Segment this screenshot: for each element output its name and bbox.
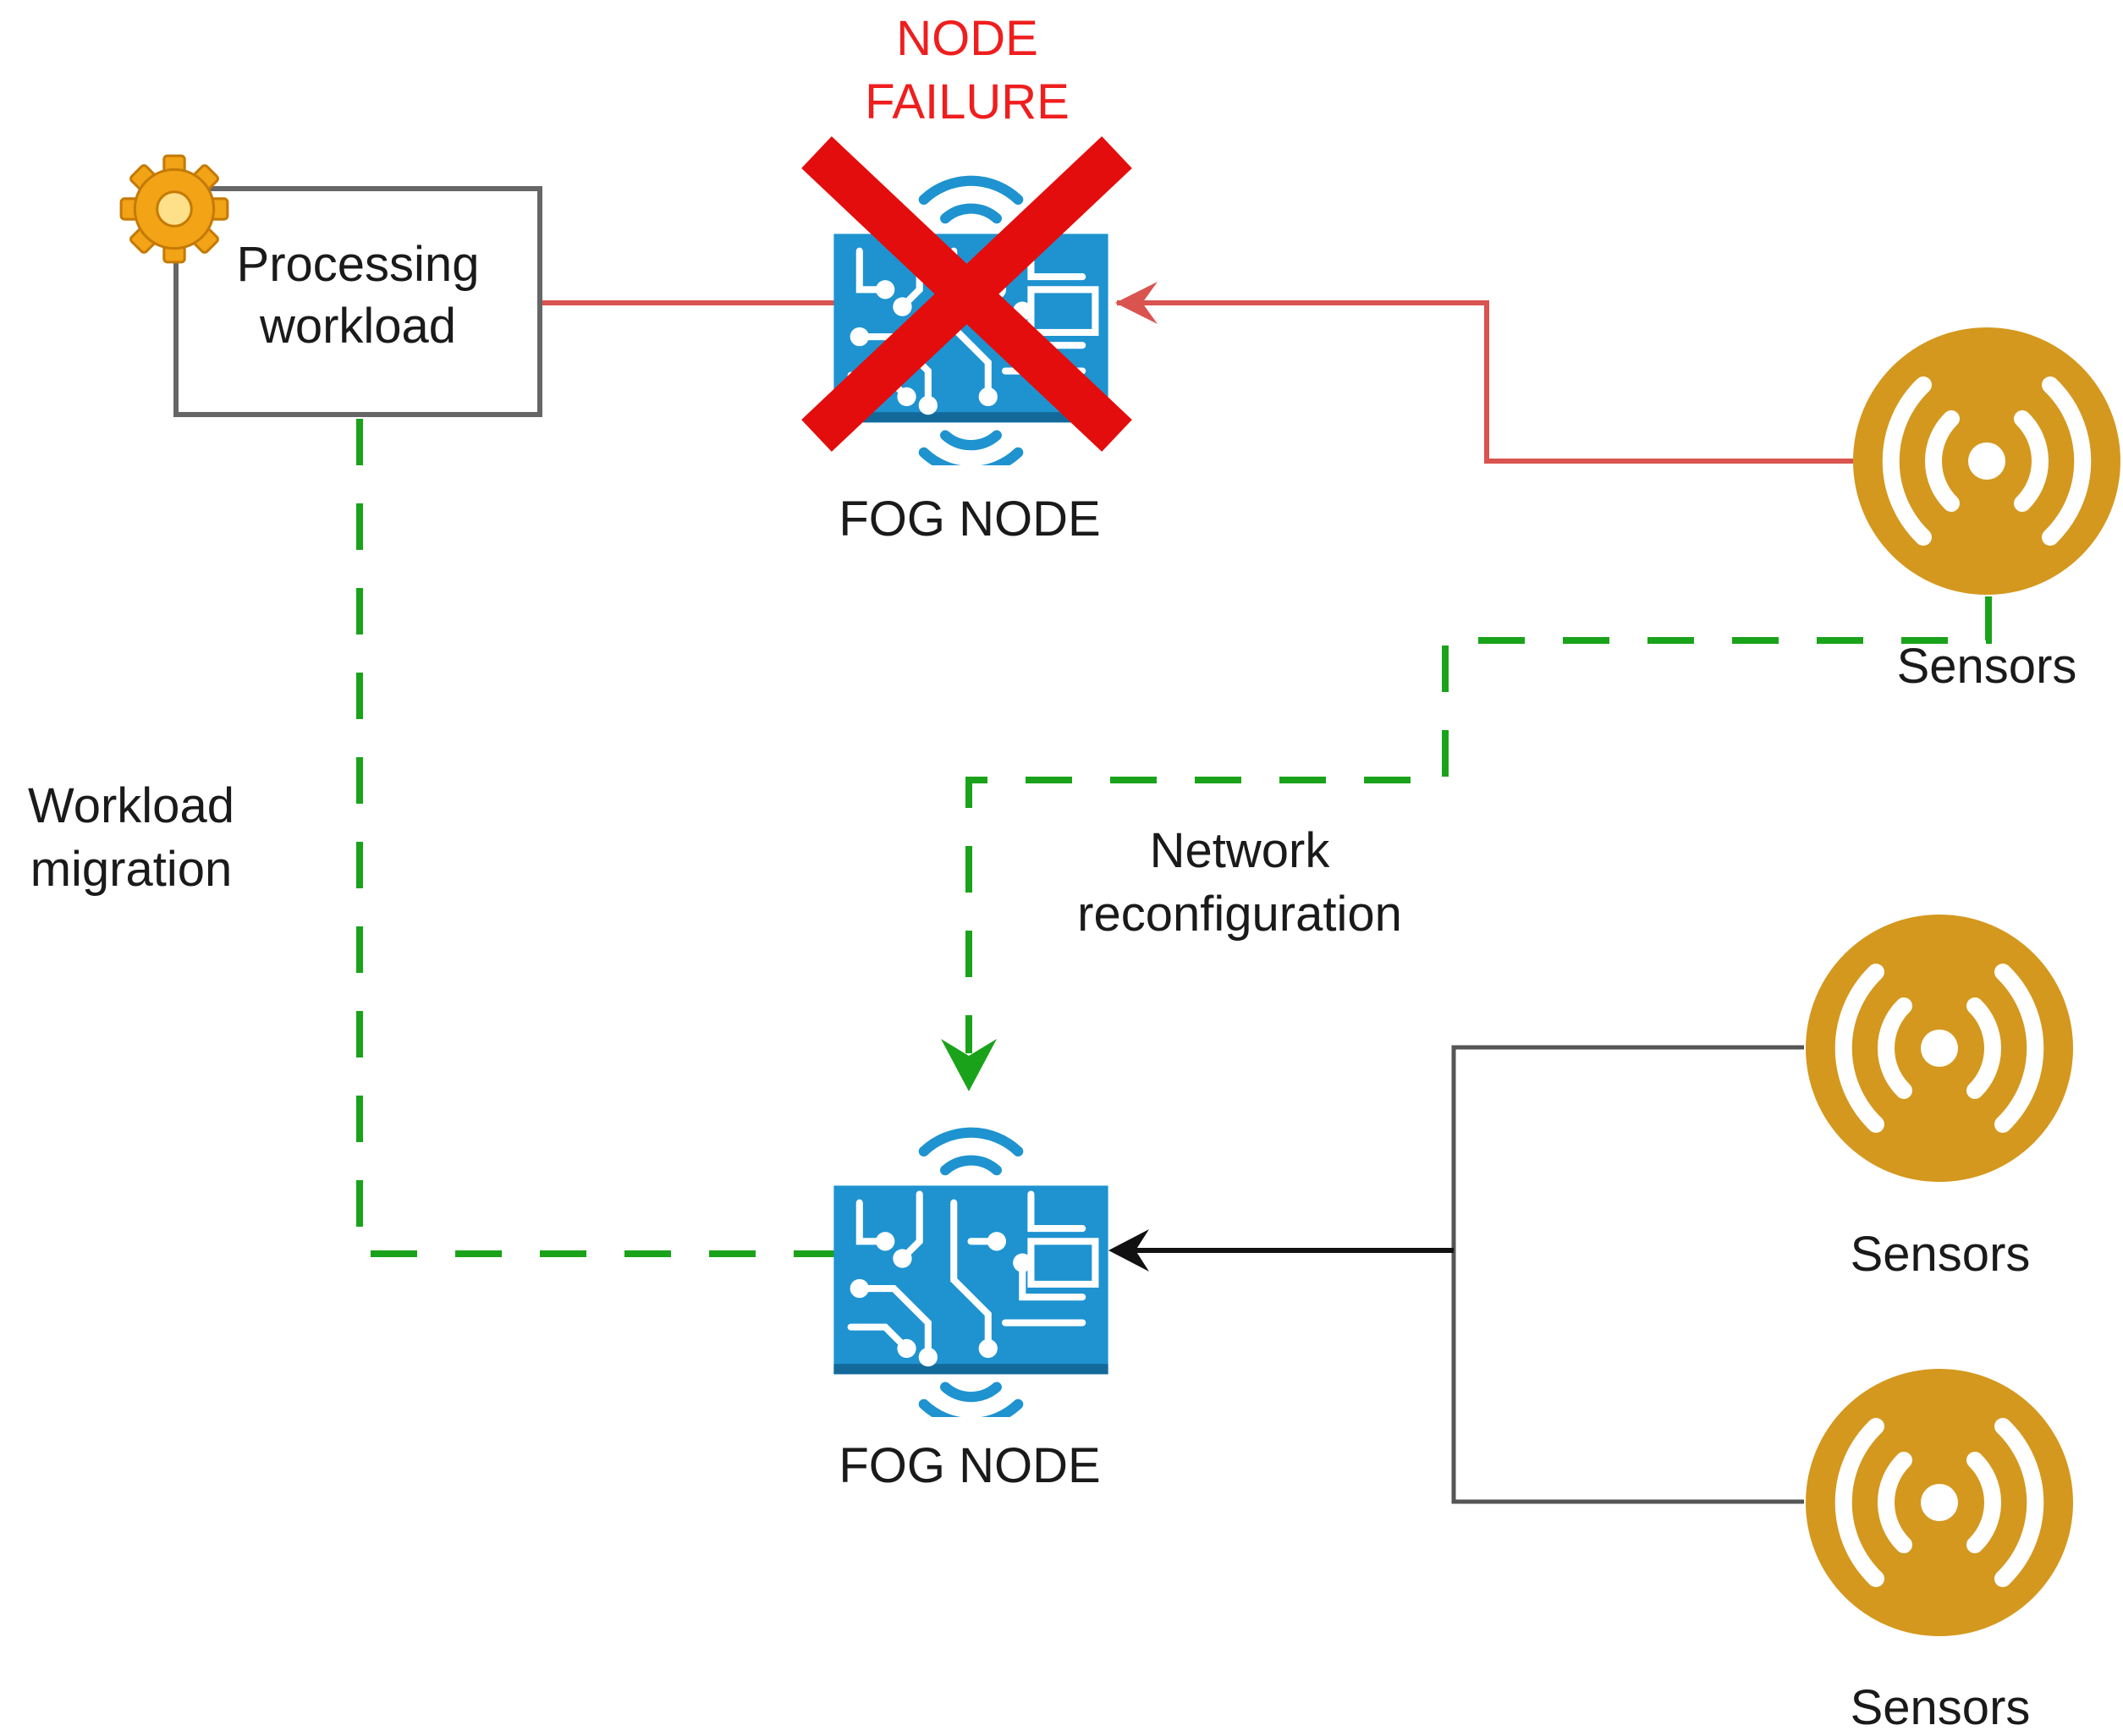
workload-migration-path [356, 419, 838, 1257]
sensor-3-label: Sensors [1851, 1680, 2031, 1735]
sensor-to-failed-fog-link [1117, 300, 1853, 464]
fog-node-active-label: FOG NODE [839, 1438, 1100, 1493]
workload-migration-label-line2: migration [30, 842, 233, 897]
processing-box-line2: workload [259, 299, 456, 354]
failure-x-icon [801, 136, 1132, 452]
failure-label-line2: FAILURE [865, 74, 1070, 129]
sensor-1-label: Sensors [1897, 639, 2077, 694]
sensor-2-icon[interactable] [1806, 915, 2073, 1182]
sensor-2-label: Sensors [1851, 1227, 2031, 1282]
network-reconfiguration-path [965, 596, 1992, 1053]
sensor-3-icon[interactable] [1806, 1369, 2073, 1636]
fog-node-failed-label: FOG NODE [839, 492, 1100, 547]
network-reconfiguration-label-line1: Network [1150, 823, 1331, 878]
gear-icon [119, 154, 229, 264]
fog-node-active-icon[interactable] [833, 1133, 1108, 1423]
failure-label-line1: NODE [896, 11, 1038, 66]
reconfig-arrowhead [941, 1039, 997, 1091]
active-fog-arrowhead [1108, 1229, 1149, 1272]
workload-migration-label-line1: Workload [28, 778, 234, 833]
processing-workload-box[interactable] [173, 186, 542, 417]
sensor2-link [1451, 1045, 1804, 1504]
network-reconfiguration-label-line2: reconfiguration [1077, 887, 1402, 942]
sensor-1-icon[interactable] [1853, 327, 2120, 595]
processing-box-line1: Processing [237, 237, 480, 292]
failed-fog-arrowhead [1115, 282, 1158, 324]
